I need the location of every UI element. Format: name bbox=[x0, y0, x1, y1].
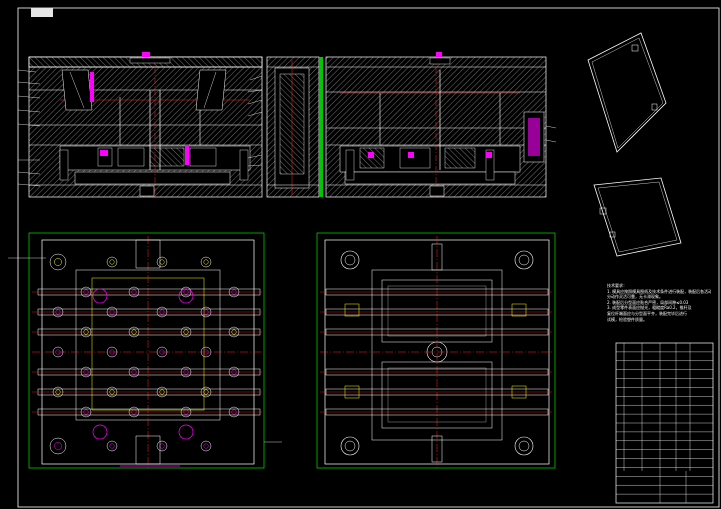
pin-hole bbox=[109, 389, 115, 395]
ejector-hole bbox=[52, 386, 64, 398]
pin-hole bbox=[231, 289, 237, 295]
ejector-hole bbox=[200, 386, 212, 398]
ejector-hole bbox=[200, 440, 212, 452]
ejector-hole bbox=[128, 406, 140, 418]
ejector-hole bbox=[106, 306, 118, 318]
section-b-view bbox=[325, 52, 557, 198]
core-pin-circle bbox=[178, 288, 194, 304]
moving-half-plan bbox=[8, 232, 282, 469]
section-a-view bbox=[17, 52, 263, 198]
side-section-view bbox=[266, 56, 323, 198]
pin-hole bbox=[183, 329, 189, 335]
pin-hole bbox=[159, 443, 165, 449]
ejector-hole bbox=[106, 256, 118, 268]
notes-line: 3. 成型零件表面应抛光，粗糙度Ra0.2，推杆及 bbox=[607, 305, 692, 311]
ejector-hole bbox=[228, 326, 240, 338]
core-pin-circle bbox=[178, 424, 194, 440]
ejector-hole bbox=[180, 286, 192, 298]
ejector-hole bbox=[106, 440, 118, 452]
title-block bbox=[615, 342, 714, 504]
part-iso-top bbox=[587, 32, 667, 153]
pin-hole bbox=[55, 349, 61, 355]
pin-hole bbox=[83, 409, 89, 415]
notes-line: 复位杆端面应与分型面平齐，装配完毕后进行 bbox=[607, 310, 687, 316]
fixed-half-plan bbox=[316, 232, 556, 469]
pin-hole bbox=[83, 369, 89, 375]
pin-hole bbox=[203, 443, 209, 449]
pin-hole bbox=[55, 309, 61, 315]
ejector-hole bbox=[52, 346, 64, 358]
ejector-hole bbox=[80, 406, 92, 418]
ejector-hole bbox=[156, 386, 168, 398]
pin-hole bbox=[183, 289, 189, 295]
pin-hole bbox=[55, 389, 61, 395]
pin-hole bbox=[83, 329, 89, 335]
core-pin-circle bbox=[92, 288, 108, 304]
core-pin-circle bbox=[92, 424, 108, 440]
pin-hole bbox=[109, 309, 115, 315]
ejector-hole bbox=[156, 256, 168, 268]
ejector-hole bbox=[106, 346, 118, 358]
ejector-hole bbox=[180, 366, 192, 378]
ejector-hole bbox=[156, 306, 168, 318]
ejector-hole bbox=[156, 440, 168, 452]
pin-hole bbox=[231, 409, 237, 415]
pin-hole bbox=[183, 369, 189, 375]
ejector-hole bbox=[49, 253, 67, 271]
ejector-hole bbox=[128, 366, 140, 378]
technical-notes: 技术要求： 1. 模具应按照模具图纸及技术条件进行装配，装配后各活动部 分动作灵… bbox=[607, 283, 711, 322]
pin-hole bbox=[131, 289, 137, 295]
pin-hole bbox=[109, 349, 115, 355]
ejector-hole bbox=[200, 306, 212, 318]
pin-hole bbox=[83, 289, 89, 295]
ejector-hole bbox=[228, 286, 240, 298]
pin-hole bbox=[131, 329, 137, 335]
pin-hole bbox=[231, 329, 237, 335]
ejector-hole bbox=[52, 306, 64, 318]
notes-heading: 技术要求： bbox=[607, 283, 627, 288]
pin-hole bbox=[131, 409, 137, 415]
notes-line: 分动作灵活可靠，无卡滞现象。 bbox=[607, 294, 663, 300]
sheet-border bbox=[17, 7, 720, 508]
pin-hole bbox=[203, 389, 209, 395]
ejector-hole bbox=[200, 256, 212, 268]
part-iso-bottom bbox=[593, 177, 682, 257]
pin-hole bbox=[159, 349, 165, 355]
pin-hole bbox=[203, 259, 209, 265]
pin-hole bbox=[109, 259, 115, 265]
pin-hole bbox=[109, 443, 115, 449]
pin-hole bbox=[203, 309, 209, 315]
notes-line: 1. 模具应按照模具图纸及技术条件进行装配，装配后各活动部 bbox=[607, 288, 711, 294]
pin-hole bbox=[159, 389, 165, 395]
ejector-hole bbox=[228, 406, 240, 418]
ejector-hole bbox=[80, 326, 92, 338]
ejector-hole bbox=[80, 286, 92, 298]
ejector-hole bbox=[49, 437, 67, 455]
ejector-hole bbox=[106, 386, 118, 398]
notes-line: 2. 装配后分型面应贴合严密，局部间隙≤0.03 bbox=[607, 299, 689, 305]
pin-hole bbox=[54, 442, 62, 450]
drawing-title-tag bbox=[31, 8, 53, 17]
pin-hole bbox=[183, 409, 189, 415]
ejector-hole bbox=[156, 346, 168, 358]
ejector-hole bbox=[128, 286, 140, 298]
ejector-hole bbox=[180, 406, 192, 418]
pin-hole bbox=[203, 349, 209, 355]
pin-hole bbox=[54, 258, 62, 266]
ejector-hole bbox=[128, 326, 140, 338]
ejector-hole bbox=[228, 366, 240, 378]
ejector-hole bbox=[80, 366, 92, 378]
pin-hole bbox=[231, 369, 237, 375]
ejector-hole bbox=[180, 326, 192, 338]
pin-hole bbox=[159, 259, 165, 265]
ejector-hole bbox=[200, 346, 212, 358]
pin-hole bbox=[131, 369, 137, 375]
pin-hole bbox=[159, 309, 165, 315]
notes-line: 试模，检验塑件质量。 bbox=[607, 316, 647, 322]
